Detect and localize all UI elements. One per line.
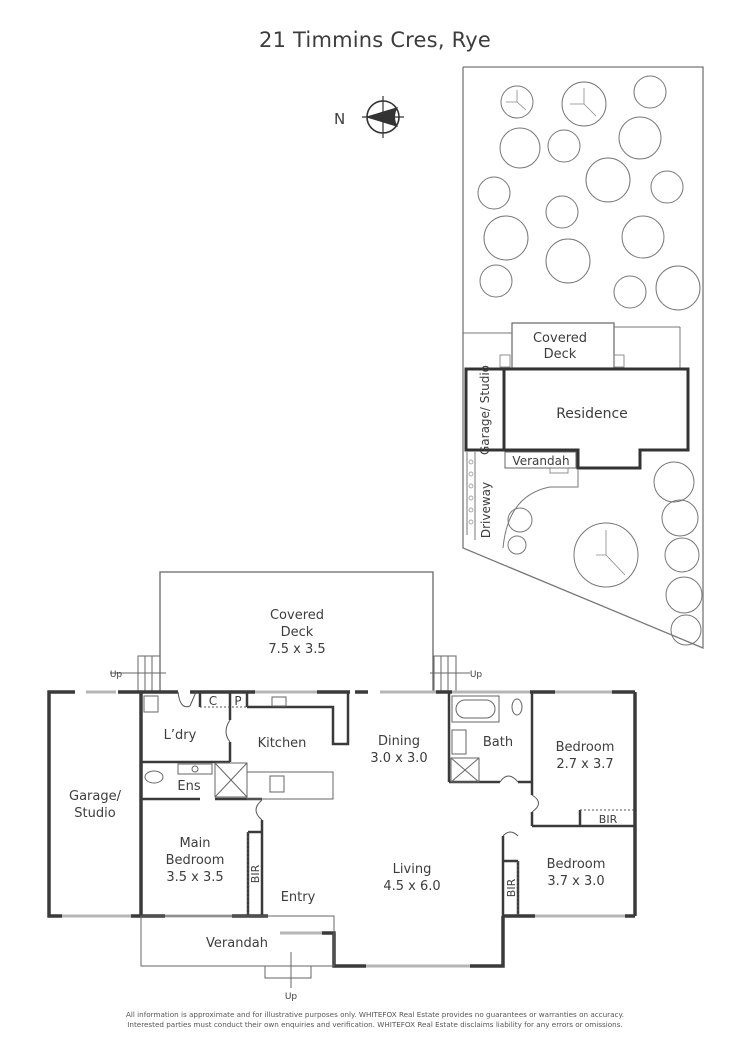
dining-label: Dining	[378, 734, 420, 749]
site-plan-labels: Covered Deck Residence Garage/ Studio Ve…	[478, 331, 628, 538]
disclaimer-line-2: Interested parties must conduct their ow…	[127, 1019, 623, 1029]
bath-label: Bath	[483, 735, 513, 750]
site-verandah-label: Verandah	[512, 454, 569, 468]
cupboard-label: C	[209, 694, 217, 708]
stairs-up-left-label: Up	[110, 670, 123, 680]
stairs-up-front-label: Up	[285, 992, 298, 1002]
floor-plan-labels: Covered Deck 7.5 x 3.5 Garage/ Studio L’…	[69, 608, 618, 1002]
covered-deck-label-1: Covered	[270, 608, 324, 623]
site-covered-deck-label-2: Deck	[544, 347, 577, 362]
site-plan	[462, 66, 704, 649]
entry-label: Entry	[281, 890, 316, 905]
bedroom2-label: Bedroom	[556, 740, 615, 755]
bedroom3-label: Bedroom	[547, 857, 606, 872]
living-label: Living	[393, 862, 432, 877]
living-dims: 4.5 x 6.0	[383, 879, 440, 894]
main-bedroom-dims: 3.5 x 3.5	[166, 870, 223, 885]
dining-dims: 3.0 x 3.0	[370, 751, 427, 766]
disclaimer: All information is approximate and for i…	[0, 1010, 750, 1029]
verandah-label: Verandah	[206, 936, 268, 951]
stairs-up-right-label: Up	[470, 670, 483, 680]
kitchen-label: Kitchen	[258, 736, 307, 751]
disclaimer-line-1: All information is approximate and for i…	[125, 1010, 625, 1019]
covered-deck-dims: 7.5 x 3.5	[268, 642, 325, 657]
compass-north-label: N	[334, 110, 345, 128]
site-garage-studio-label: Garage/ Studio	[478, 365, 492, 455]
site-driveway-label: Driveway	[479, 482, 493, 538]
bedroom3-bir-label: BIR	[505, 878, 518, 897]
pantry-label: P	[234, 694, 241, 708]
tree-icons	[477, 75, 703, 646]
garage-studio-label-1: Garage/	[69, 789, 122, 804]
north-compass-icon: N	[334, 96, 404, 138]
main-bedroom-label-2: Bedroom	[166, 853, 225, 868]
main-bedroom-bir-label: BIR	[249, 864, 262, 883]
bedroom3-dims: 3.7 x 3.0	[547, 874, 604, 889]
main-bedroom-label-1: Main	[179, 836, 210, 851]
bedroom2-bir-label: BIR	[599, 813, 618, 826]
site-covered-deck-label-1: Covered	[533, 331, 587, 346]
ensuite-label: Ens	[177, 779, 200, 794]
floor-plan	[47, 571, 637, 988]
property-address-title: 21 Timmins Cres, Rye	[259, 28, 491, 52]
laundry-label: L’dry	[164, 728, 197, 743]
garage-studio-label-2: Studio	[74, 806, 115, 821]
covered-deck-label-2: Deck	[281, 625, 314, 640]
bedroom2-dims: 2.7 x 3.7	[556, 757, 613, 772]
site-residence-label: Residence	[556, 406, 628, 422]
